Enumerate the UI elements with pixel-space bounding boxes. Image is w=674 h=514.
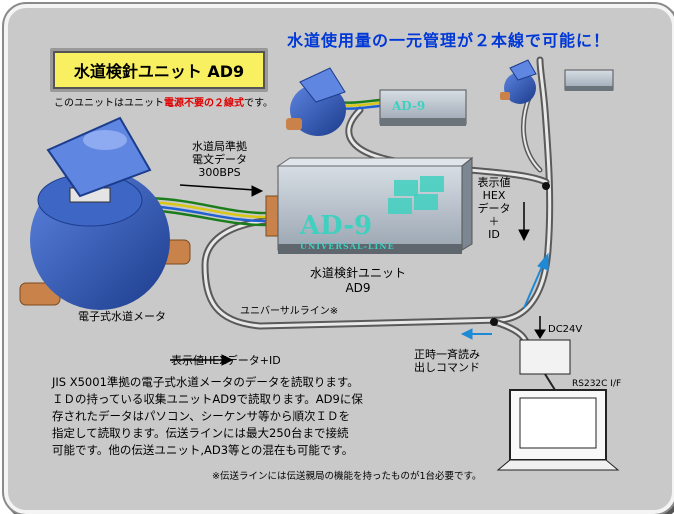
- hex-data-label: 表示値HEXデータ+ID: [171, 354, 281, 367]
- subtitle: このユニットはユニット電源不要の２線式です。: [54, 97, 273, 110]
- description-line: 指定して読取ります。伝送ラインには最大250台まで接続: [52, 426, 349, 440]
- interface-label: RS232C I/F: [572, 379, 622, 389]
- command-line: 正時一斉読み: [414, 348, 480, 361]
- universal-line-label: ユニバーサルライン※: [240, 306, 339, 317]
- subtitle-suffix: です。: [244, 98, 273, 109]
- protocol-line: 300BPS: [198, 166, 241, 179]
- svg-text:AD-9: AD-9: [391, 99, 425, 113]
- ad9-unit-small-2: [564, 69, 614, 91]
- personal-computer: [496, 339, 620, 471]
- subtitle-prefix: このユニットはユニット: [54, 98, 164, 109]
- unit-label-line: 水道検針ユニット: [310, 266, 407, 280]
- description: JIS X5001準拠の電子式水道メータのデータを読取ります。 ＩＤの持っている…: [52, 374, 412, 459]
- hex-id-vertical-label: 表示値 HEX データ ＋ ID: [474, 176, 514, 241]
- unit-label: 水道検針ユニット AD9: [310, 266, 406, 296]
- protocol-label: 水道局準拠 電文データ 300BPS: [192, 140, 247, 179]
- description-line: ＩＤの持っている収集ユニットAD9で読取ります。AD9に保: [52, 392, 363, 406]
- title-box: 水道検針ユニット AD9: [50, 48, 268, 92]
- black-arrows: [170, 184, 546, 366]
- meter-label: 電子式水道メータ: [78, 310, 166, 323]
- unit-label-line: AD9: [345, 281, 371, 295]
- headline: 水道使用量の一元管理が２本線で可能に！: [287, 31, 611, 50]
- blue-arrows: [460, 252, 549, 340]
- hex-line: HEX: [482, 189, 506, 202]
- protocol-line: 電文データ: [192, 153, 247, 166]
- hex-line: ID: [488, 228, 500, 241]
- hex-line: 表示値: [477, 176, 511, 189]
- protocol-line: 水道局準拠: [192, 140, 247, 153]
- water-meter-small-1: [286, 67, 346, 136]
- water-meter-small-2: [500, 59, 537, 104]
- description-line: 可能です。他の伝送ユニット,AD3等との混在も可能です。: [52, 443, 354, 457]
- hex-line: データ: [477, 202, 511, 215]
- description-line: JIS X5001準拠の電子式水道メータのデータを読取ります。: [52, 375, 359, 389]
- water-meter-large: [19, 116, 191, 310]
- ad9-unit-main: [265, 156, 474, 254]
- subtitle-highlight: 電源不要の２線式: [164, 98, 244, 109]
- page-title: 水道検針ユニット AD9: [73, 62, 245, 81]
- command-line: 出しコマンド: [414, 361, 480, 374]
- footnote: ※伝送ラインには伝送親局の機能を持ったものが1台必要です。: [212, 471, 482, 482]
- description-line: 存されたデータはパソコン、シーケンサ等から順次ＩＤを: [52, 409, 350, 423]
- device-series: UNIVERSAL-LINE: [300, 241, 395, 251]
- ad9-unit-small-1: AD-9: [379, 89, 467, 126]
- power-label: DC24V: [548, 324, 583, 335]
- command-label: 正時一斉読み 出しコマンド: [414, 348, 480, 374]
- hex-line: ＋: [488, 215, 500, 228]
- device-brand: AD-9: [300, 211, 373, 241]
